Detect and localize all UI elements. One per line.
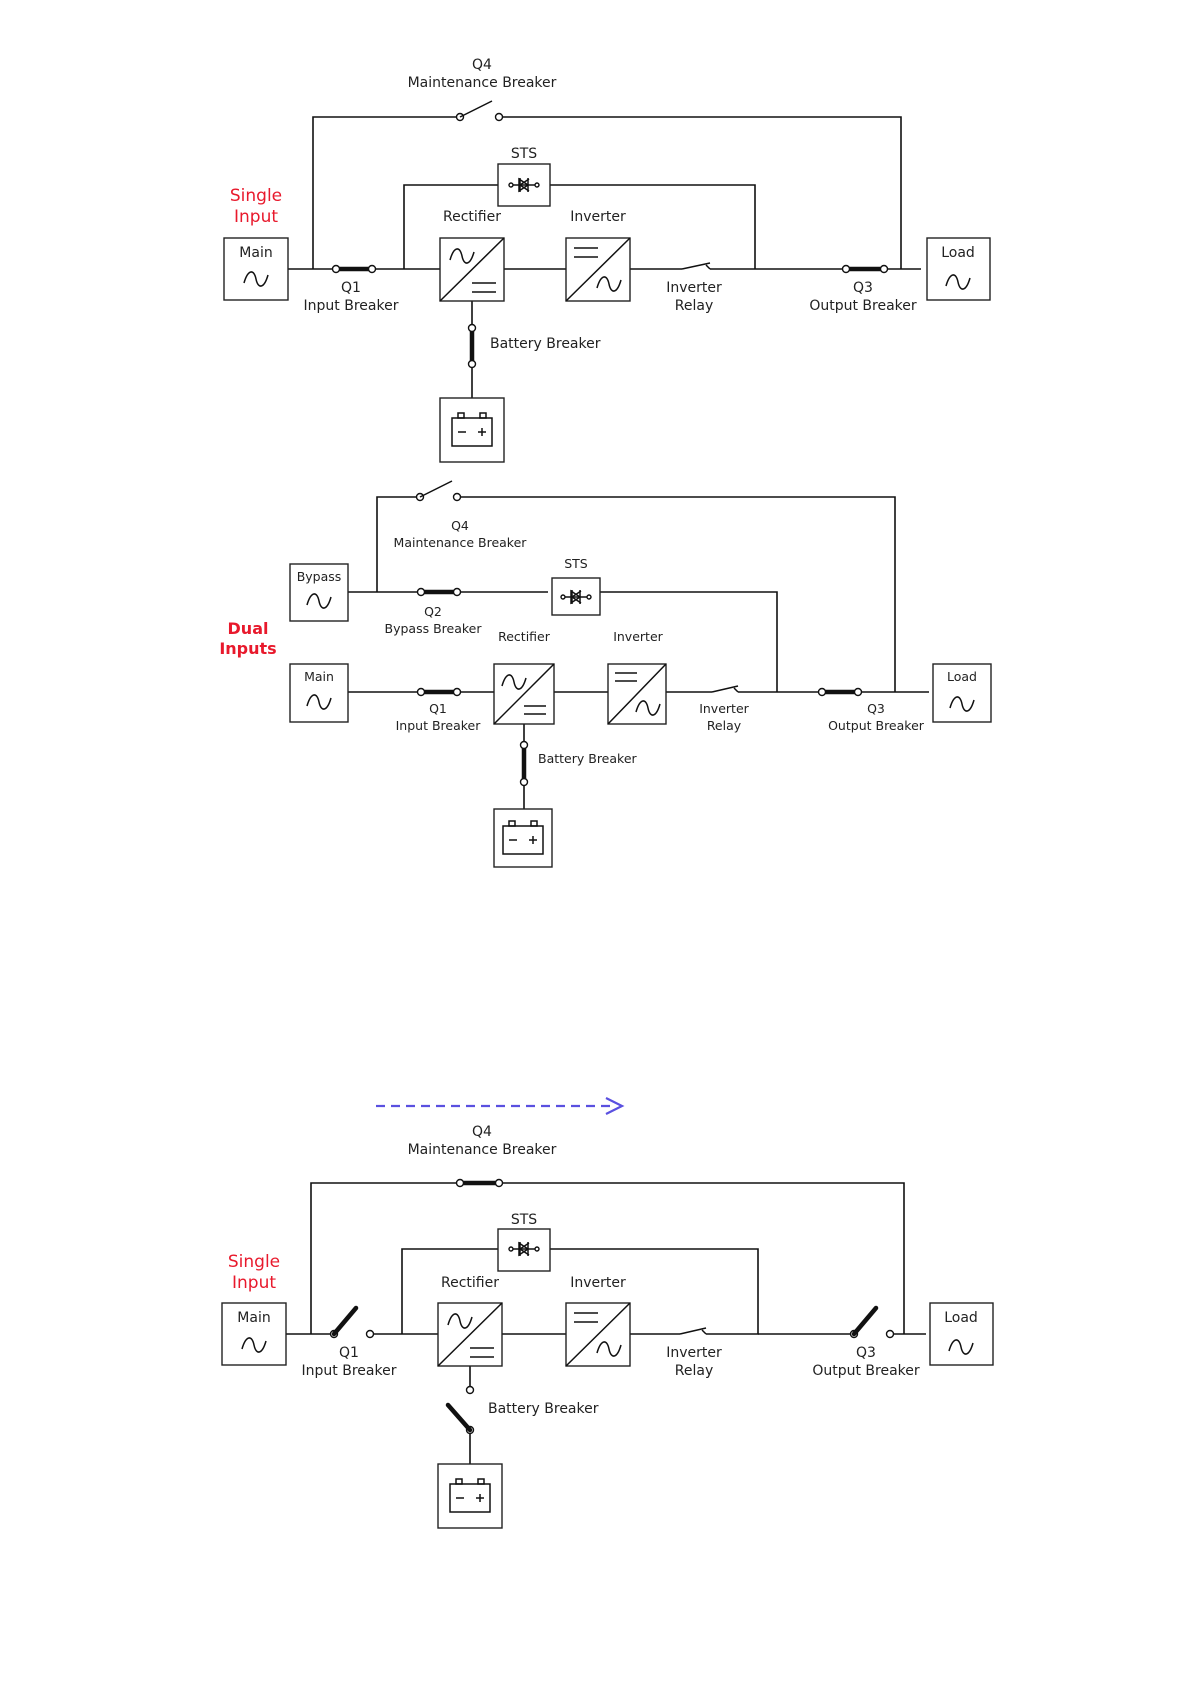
main-source-box: Main (289, 663, 349, 723)
inverter-relay[interactable] (679, 1327, 707, 1335)
mode-label: Input (232, 1273, 276, 1293)
battery-breaker[interactable] (445, 1385, 475, 1435)
relay-label: Relay (707, 718, 742, 733)
flow-arrow-icon (376, 1097, 625, 1115)
load-box: Load (932, 663, 992, 723)
bypass-source-box: Bypass (289, 563, 349, 622)
q2-label: Q2 (424, 604, 442, 619)
sts-switch[interactable] (497, 163, 551, 207)
q3-name-label: Output Breaker (828, 718, 925, 733)
q3-name-label: Output Breaker (812, 1363, 920, 1379)
q4-maintenance-breaker[interactable] (455, 1178, 504, 1188)
q4-label: Q4 (472, 1124, 492, 1140)
rectifier-label: Rectifier (441, 1275, 499, 1291)
q3-label: Q3 (867, 701, 885, 716)
q4-label: Q4 (451, 518, 469, 533)
maintenance-bypass-wire (376, 496, 896, 692)
sts-label: STS (511, 146, 537, 162)
battery-box (493, 808, 553, 868)
q4-name-label: Maintenance Breaker (408, 1142, 557, 1158)
inverter-relay[interactable] (711, 685, 739, 693)
diagram-single-input-maintenance: Single Input Q4 Maintenance Breaker STS … (221, 1097, 994, 1529)
maintenance-bypass-wire (312, 116, 902, 269)
inverter-relay[interactable] (681, 262, 711, 270)
main-bus-wire (286, 1248, 759, 1335)
relay-label: Inverter (666, 280, 722, 296)
sts-label: STS (511, 1212, 537, 1228)
main-source-box: Main (223, 237, 289, 301)
diagram-dual-inputs: Dual Inputs Q4 Maintenance Breaker Bypas… (219, 480, 992, 868)
q1-name-label: Input Breaker (396, 718, 482, 733)
q1-label: Q1 (341, 280, 361, 296)
q3-label: Q3 (856, 1345, 876, 1361)
sts-bypass-wire (403, 184, 756, 269)
relay-label: Inverter (666, 1345, 722, 1361)
bypass-label: Bypass (297, 569, 342, 584)
diagram-single-input-normal: Single Input Q4 Maintenance Breaker STS … (223, 57, 991, 463)
inverter-box (565, 237, 631, 302)
rectifier-box (437, 1302, 503, 1367)
mode-label: Single (230, 186, 282, 206)
q3-name-label: Output Breaker (809, 298, 917, 314)
rectifier-label: Rectifier (498, 629, 551, 644)
q1-label: Q1 (429, 701, 447, 716)
relay-label: Relay (675, 1363, 713, 1379)
q1-name-label: Input Breaker (302, 1363, 397, 1379)
maintenance-bypass-wire (310, 1182, 905, 1334)
mode-label: Single (228, 1252, 280, 1272)
inverter-label: Inverter (613, 629, 663, 644)
q1-input-breaker[interactable] (416, 687, 462, 697)
sts-label: STS (564, 556, 588, 571)
load-box: Load (929, 1302, 994, 1366)
battery-box (439, 397, 505, 463)
load-label: Load (947, 669, 977, 684)
main-label: Main (239, 245, 272, 261)
load-label: Load (944, 1310, 978, 1326)
q2-name-label: Bypass Breaker (385, 621, 483, 636)
relay-label: Relay (675, 298, 713, 314)
q4-maintenance-breaker[interactable] (455, 100, 504, 122)
q4-maintenance-breaker[interactable] (415, 480, 462, 502)
main-label: Main (304, 669, 334, 684)
inverter-box (607, 663, 667, 725)
mode-label: Input (234, 207, 278, 227)
rectifier-label: Rectifier (443, 209, 501, 225)
rectifier-box (493, 663, 555, 725)
battery-breaker[interactable] (467, 323, 477, 369)
q1-label: Q1 (339, 1345, 359, 1361)
bypass-wire (348, 591, 778, 692)
battery-box (437, 1463, 503, 1529)
inverter-label: Inverter (570, 209, 626, 225)
inverter-label: Inverter (570, 1275, 626, 1291)
sts-switch[interactable] (497, 1228, 551, 1272)
q4-name-label: Maintenance Breaker (408, 75, 557, 91)
mode-label: Dual (228, 619, 269, 638)
load-box: Load (926, 237, 991, 301)
q3-output-breaker[interactable] (841, 264, 889, 274)
q4-name-label: Maintenance Breaker (394, 535, 528, 550)
main-source-box: Main (221, 1302, 287, 1366)
q1-name-label: Input Breaker (304, 298, 399, 314)
load-label: Load (941, 245, 975, 261)
battery-breaker[interactable] (519, 740, 529, 787)
rectifier-box (439, 237, 505, 302)
q1-input-breaker[interactable] (329, 1305, 375, 1339)
mode-label: Inputs (219, 639, 276, 658)
sts-switch[interactable] (551, 577, 601, 616)
battery-breaker-label: Battery Breaker (490, 336, 601, 352)
battery-breaker-label: Battery Breaker (538, 751, 638, 766)
inverter-box (565, 1302, 631, 1367)
main-label: Main (237, 1310, 270, 1326)
battery-breaker-label: Battery Breaker (488, 1401, 599, 1417)
q3-output-breaker[interactable] (849, 1305, 895, 1339)
relay-label: Inverter (699, 701, 749, 716)
q3-label: Q3 (853, 280, 873, 296)
q3-output-breaker[interactable] (817, 687, 863, 697)
q2-bypass-breaker[interactable] (416, 587, 462, 597)
q4-label: Q4 (472, 57, 492, 73)
q1-input-breaker[interactable] (331, 264, 377, 274)
